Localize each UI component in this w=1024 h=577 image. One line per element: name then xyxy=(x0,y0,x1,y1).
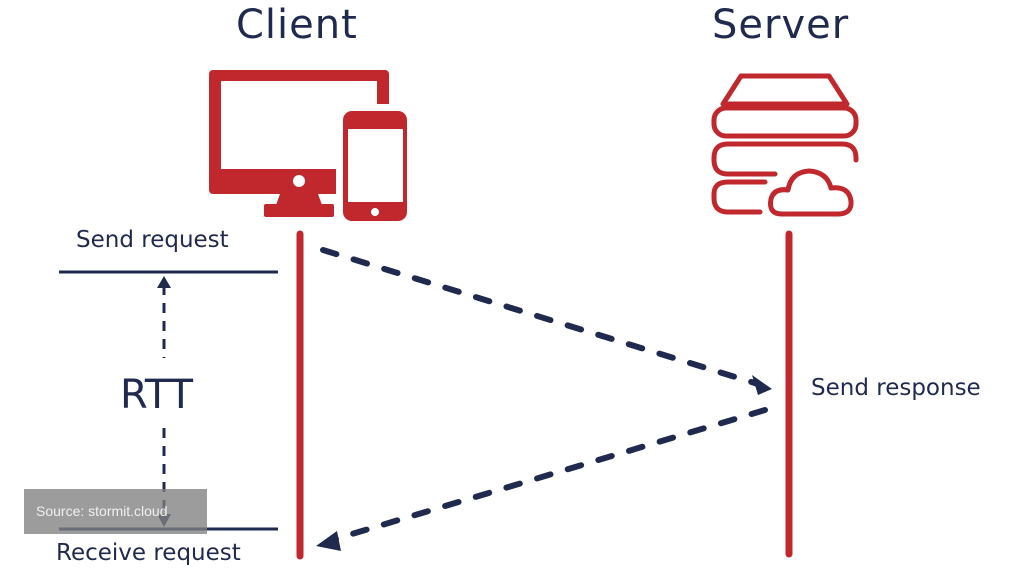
client-title: Client xyxy=(236,2,358,48)
request-message-arrow xyxy=(320,247,772,395)
send-request-label: Send request xyxy=(76,227,229,253)
server-stack-icon xyxy=(711,73,859,215)
cloud-icon xyxy=(768,168,854,217)
source-watermark: Source: stormit.cloud xyxy=(24,489,207,534)
send-response-label: Send response xyxy=(811,375,981,401)
smartphone-icon xyxy=(336,104,416,224)
rtt-label: RTT xyxy=(120,372,194,418)
server-title: Server xyxy=(712,2,850,48)
response-message-arrow xyxy=(316,407,768,551)
receive-request-label: Receive request xyxy=(56,540,241,566)
